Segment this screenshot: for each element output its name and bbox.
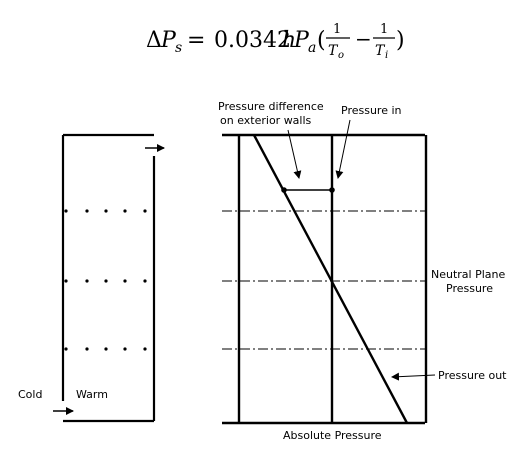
eq-lhs-sub: s: [175, 40, 182, 56]
eq-frac1-den-var: T: [328, 43, 339, 59]
eq-lhs-var: P: [160, 28, 177, 53]
pressure-out-leader: [391, 372, 436, 381]
pressure-out-line: [252, 134, 409, 424]
pressure-difference-label-line1: Pressure difference: [218, 100, 324, 113]
pressure-difference-points: [281, 187, 335, 193]
cold-label: Cold: [18, 388, 42, 401]
eq-close-paren: ): [396, 28, 405, 53]
warm-label: Warm: [76, 388, 108, 401]
absolute-pressure-axis-label: Absolute Pressure: [283, 429, 382, 442]
pressure-difference-label-line2: on exterior walls: [220, 114, 312, 127]
eq-frac2-num: 1: [380, 22, 388, 37]
eq-open-paren: (: [317, 28, 326, 53]
eq-frac1-den-sub: o: [338, 50, 344, 61]
stack-pressure-equation: Δ P s = 0.0342 h P a ( 1 T o − 1 T i ): [146, 22, 405, 61]
floor-dots-middle: [64, 279, 147, 283]
eq-frac1-num: 1: [333, 22, 341, 37]
pressure-in-label: Pressure in: [341, 104, 402, 117]
eq-pa-var: P: [293, 28, 310, 53]
building-section: [53, 133, 165, 423]
eq-delta: Δ: [146, 28, 162, 53]
eq-pa-sub: a: [308, 40, 316, 56]
eq-h: h: [282, 28, 296, 53]
eq-equals: =: [187, 28, 205, 53]
pressure-difference-leader: [287, 129, 302, 179]
eq-minus: −: [355, 27, 372, 51]
floor-dots-lower: [64, 347, 147, 351]
pressure-out-label: Pressure out: [438, 369, 507, 382]
eq-coefficient: 0.0342: [214, 28, 291, 53]
neutral-plane-label-line1: Neutral Plane: [431, 268, 505, 281]
eq-frac2-den-sub: i: [385, 50, 388, 61]
neutral-plane-label-line2: Pressure: [446, 282, 493, 295]
pressure-diagram: [222, 119, 436, 425]
eq-frac2-den-var: T: [375, 43, 386, 59]
floor-markers: [64, 209, 147, 351]
floor-dots-upper: [64, 209, 147, 213]
pressure-in-leader: [335, 119, 351, 179]
